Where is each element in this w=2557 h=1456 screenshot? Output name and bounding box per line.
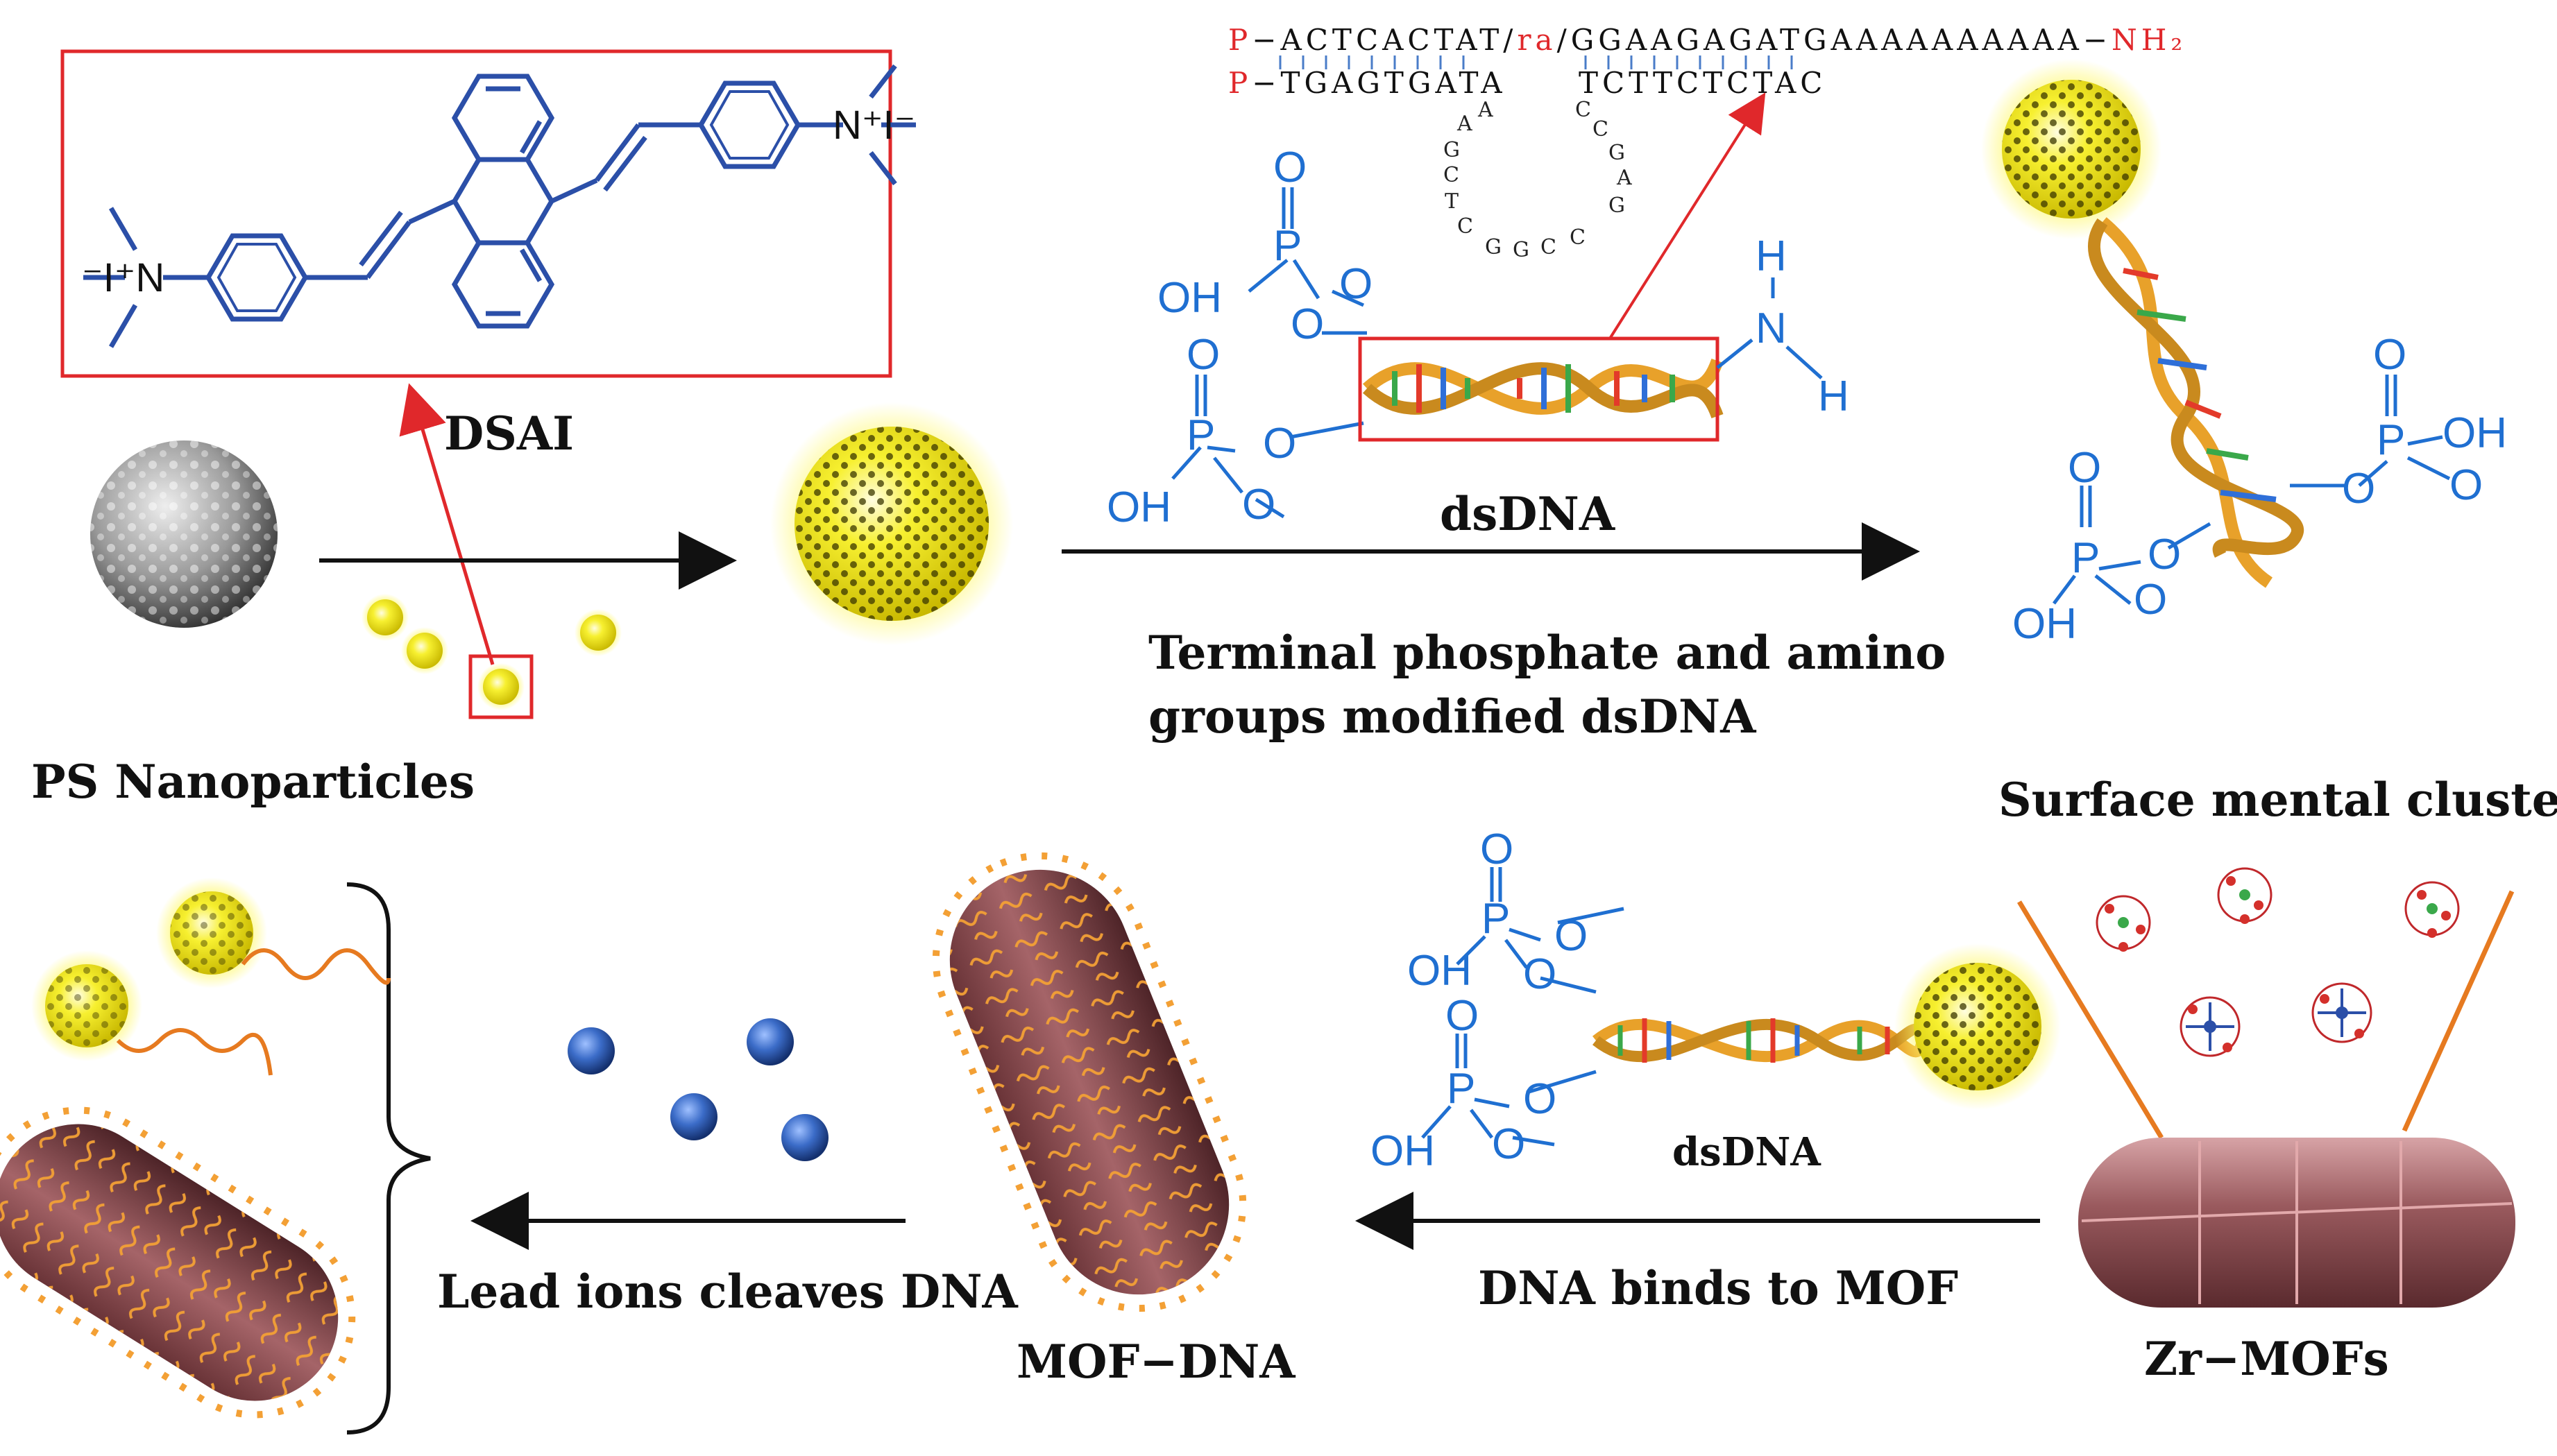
zoom-line-right <box>2402 890 2515 1132</box>
zr-mof-rod <box>2078 1138 2515 1308</box>
svg-text:OH: OH <box>1157 274 1222 322</box>
svg-text:G: G <box>1485 235 1502 259</box>
sequence-pointer-arrow <box>1608 92 1766 340</box>
svg-text:O: O <box>2148 531 2181 579</box>
svg-text:G: G <box>1443 138 1460 162</box>
svg-text:OH: OH <box>1107 483 1171 531</box>
step1-label-line2: groups modified dsDNA <box>1148 690 1756 744</box>
svg-text:A: A <box>1477 98 1493 122</box>
dsai-dye-particles <box>362 594 622 719</box>
phosphate-labels-top: O P OH O O O P O OH O <box>1107 144 1373 531</box>
left-ammonium-label: ⁻I⁺N <box>82 255 164 300</box>
dsdna-helix-top <box>1358 336 1724 442</box>
dna-sequence-block: P−ACTCACTAT/ra/GGAAGAGATGAAAAAAAAAA−NH₂ … <box>1228 23 2186 262</box>
dsai-loaded-nanoparticle <box>770 402 1013 645</box>
dsai-label: DSAI <box>444 406 574 461</box>
amino-group: H N H <box>1716 232 1849 420</box>
svg-text:G: G <box>1608 141 1625 165</box>
svg-text:O: O <box>1273 144 1307 191</box>
step1-label-line1: Terminal phosphate and amino <box>1148 626 1946 680</box>
svg-text:C: C <box>1457 214 1473 239</box>
highlighted-dye-particle <box>468 654 534 719</box>
svg-text:O: O <box>1492 1120 1525 1168</box>
svg-text:O: O <box>1445 992 1479 1040</box>
svg-text:C: C <box>1540 235 1556 259</box>
ps-nanoparticle <box>90 440 278 628</box>
svg-text:G: G <box>1513 238 1529 262</box>
svg-text:C: C <box>1575 98 1591 122</box>
dsai-pointer-arrow <box>399 383 495 665</box>
phosphate-groups-top <box>1171 187 1367 519</box>
svg-text:O: O <box>1339 260 1373 308</box>
svg-text:P: P <box>1447 1065 1475 1113</box>
mof-dna-label: MOF−DNA <box>1017 1335 1296 1389</box>
enzyme-loop: A A G C T C G G C C C C G A G <box>1443 98 1632 262</box>
svg-text:O: O <box>2373 331 2406 379</box>
surface-clusters-label: Surface mental clusters <box>1998 773 2557 827</box>
svg-text:A: A <box>1616 166 1632 190</box>
svg-text:P: P <box>2071 534 2100 582</box>
zoom-line-left <box>2017 900 2164 1139</box>
lead-ions-label: Lead ions cleaves DNA <box>437 1265 1019 1319</box>
dsai-structure-box: ⁻I⁺N N⁺I⁻ <box>60 49 916 378</box>
lead-ions <box>568 1018 829 1161</box>
svg-text:P: P <box>1481 895 1510 943</box>
svg-text:O: O <box>1554 912 1588 960</box>
svg-text:P: P <box>1273 222 1302 270</box>
svg-text:OH: OH <box>1370 1127 1435 1175</box>
svg-text:O: O <box>1263 420 1296 468</box>
bottom-strand-right: TCTTCTCTAC <box>1579 66 1826 100</box>
svg-text:O: O <box>1480 825 1513 873</box>
dsdna-label-bottom: dsDNA <box>1672 1129 1821 1175</box>
zr-mofs-label: Zr−MOFs <box>2144 1332 2389 1386</box>
svg-text:N: N <box>1756 305 1787 352</box>
svg-text:O: O <box>1187 331 1220 379</box>
svg-text:OH: OH <box>2012 600 2077 648</box>
dsai-molecule <box>83 64 916 348</box>
svg-text:A: A <box>1456 112 1472 136</box>
svg-text:O: O <box>1291 300 1324 348</box>
svg-text:OH: OH <box>1407 947 1472 995</box>
ps-nanoparticles-label: PS Nanoparticles <box>31 755 475 809</box>
metal-clusters <box>2096 867 2460 1057</box>
svg-text:O: O <box>2068 444 2101 492</box>
cleaved-mof-rod <box>0 1106 356 1419</box>
products-bracket <box>346 882 431 1434</box>
svg-text:O: O <box>2342 465 2375 513</box>
svg-text:H: H <box>1756 232 1787 280</box>
phosphate-groups-right <box>2053 375 2451 605</box>
phosphate-labels-bottom: O P OH O O O P O OH O <box>1370 825 1588 1175</box>
dsdna-helix-bottom <box>1592 943 2061 1110</box>
dna-nanoparticle-conjugate <box>1981 59 2304 588</box>
dsdna-label-top: dsDNA <box>1440 487 1615 541</box>
svg-text:G: G <box>1608 194 1625 218</box>
svg-text:C: C <box>1592 117 1608 142</box>
svg-text:P: P <box>2377 416 2405 464</box>
released-nanoparticles <box>31 877 391 1076</box>
svg-text:O: O <box>1523 1075 1556 1123</box>
svg-text:O: O <box>2449 461 2483 509</box>
svg-text:P: P <box>1187 411 1215 459</box>
svg-text:O: O <box>1242 481 1275 529</box>
top-strand: P−ACTCACTAT/ra/GGAAGAGATGAAAAAAAAAA−NH₂ <box>1228 23 2186 57</box>
phosphate-labels-right: O P OH O O O P O OH O <box>2012 331 2507 648</box>
svg-text:C: C <box>1570 225 1586 250</box>
svg-text:O: O <box>2134 576 2167 624</box>
dna-binds-label: DNA binds to MOF <box>1478 1261 1958 1315</box>
dna-highlight-box <box>1358 336 1719 442</box>
base-pair-ticks <box>1279 55 1793 69</box>
svg-text:T: T <box>1445 189 1459 214</box>
bottom-strand-left: P−TGAGTGATA <box>1228 66 1506 100</box>
phosphate-groups-bottom <box>1421 867 1624 1147</box>
svg-text:OH: OH <box>2443 409 2507 457</box>
svg-text:H: H <box>1818 372 1849 420</box>
right-ammonium-label: N⁺I⁻ <box>833 103 915 148</box>
svg-text:O: O <box>1523 950 1556 998</box>
svg-text:C: C <box>1443 163 1459 187</box>
mof-dna-rod <box>932 852 1247 1312</box>
